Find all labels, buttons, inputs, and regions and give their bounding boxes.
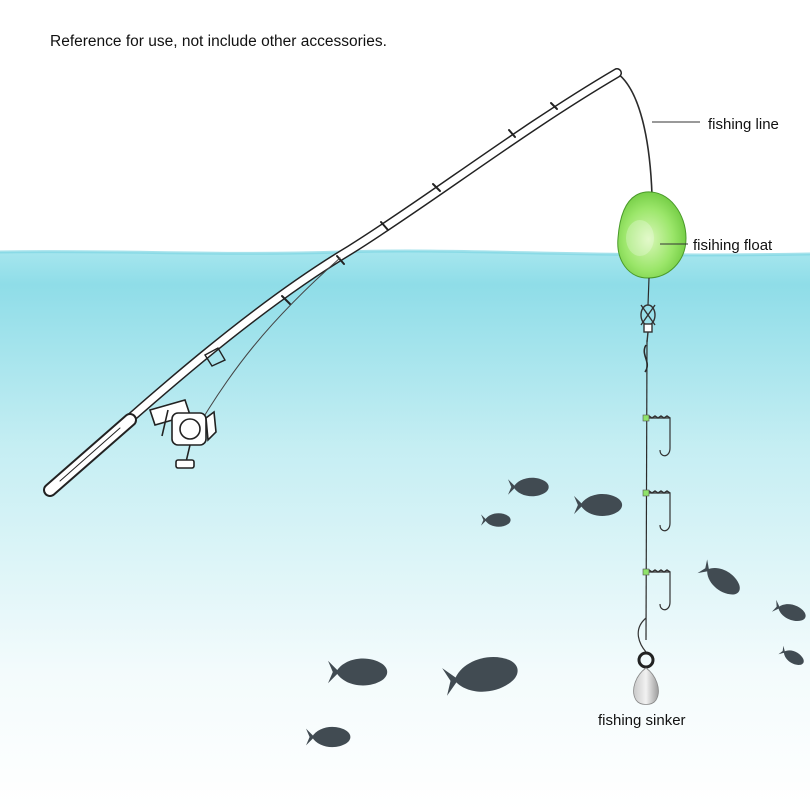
sinker-icon — [633, 617, 659, 705]
water — [0, 251, 810, 810]
usage-note: Reference for use, not include other acc… — [50, 33, 387, 50]
fishing-line — [616, 72, 653, 196]
fishing-rod-icon — [43, 68, 622, 497]
spinning-reel-icon — [148, 399, 217, 469]
fishing-float-label: fisihing float — [693, 237, 773, 254]
swivel-icon — [640, 304, 656, 343]
fishing-sinker-label: fishing sinker — [598, 712, 686, 729]
float-icon — [617, 191, 687, 279]
fishing-line-label: fishing line — [708, 116, 779, 133]
